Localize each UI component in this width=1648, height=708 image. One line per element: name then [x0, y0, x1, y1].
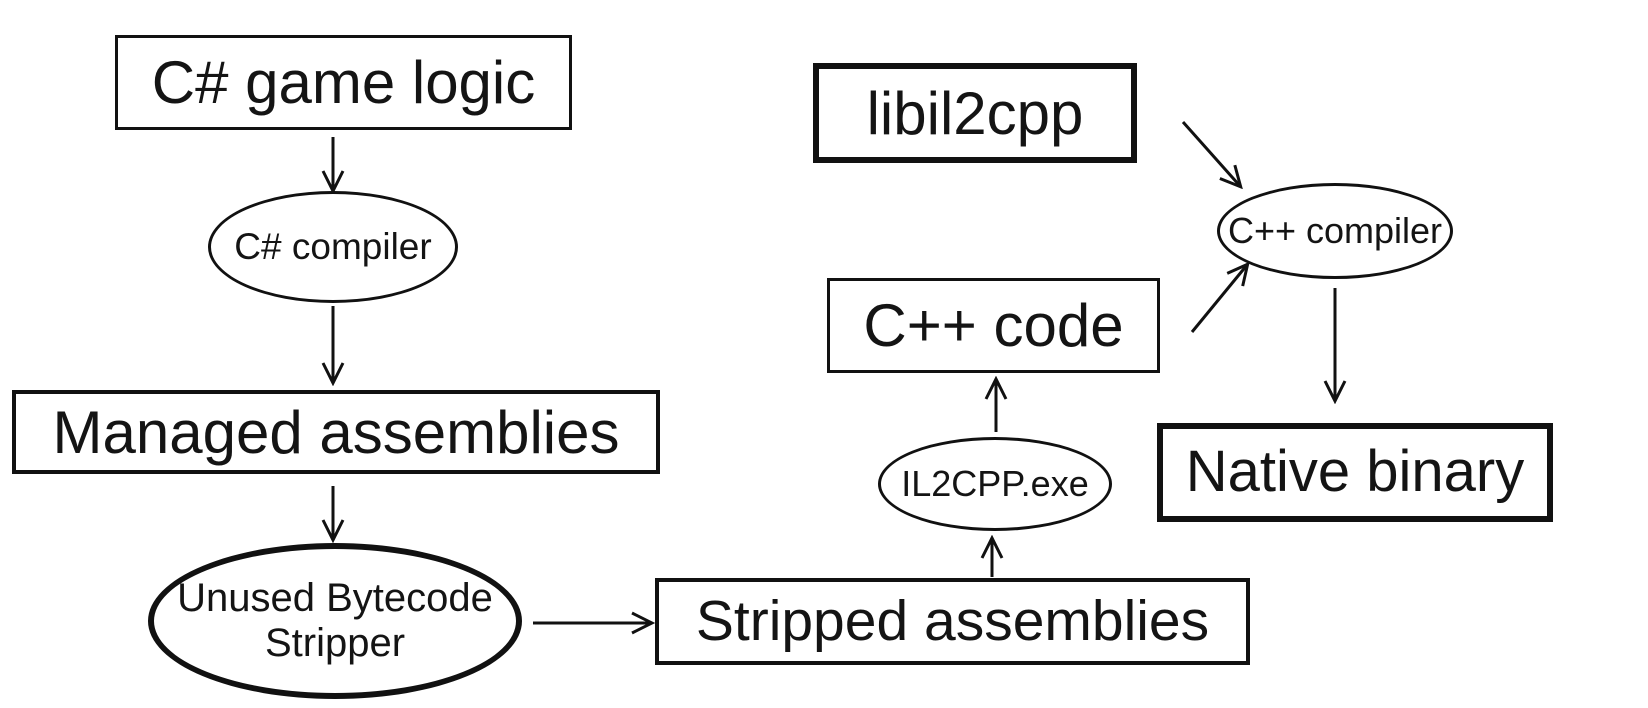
node-cpp-code-label: C++ code [863, 292, 1124, 359]
node-libil2cpp-label: libil2cpp [866, 79, 1084, 147]
node-stripped-assemblies: Stripped assemblies [655, 578, 1250, 665]
node-cpp-compiler-label: C++ compiler [1227, 210, 1443, 252]
arrow-libil2cpp-to-cpp-compiler [1181, 121, 1240, 186]
node-cs-compiler: C# compiler [208, 191, 458, 303]
node-native-binary: Native binary [1157, 423, 1553, 522]
node-bytecode-stripper-line1: Unused Bytecode [177, 576, 493, 621]
node-libil2cpp: libil2cpp [813, 63, 1137, 163]
node-cs-compiler-label: C# compiler [234, 225, 432, 267]
node-native-binary-label: Native binary [1185, 439, 1525, 505]
node-bytecode-stripper-label: Unused Bytecode Stripper [177, 576, 493, 666]
node-il2cpp-exe-label: IL2CPP.exe [901, 463, 1089, 505]
node-cpp-compiler: C++ compiler [1217, 183, 1453, 279]
node-bytecode-stripper-line2: Stripper [264, 621, 406, 665]
arrow-cpp-code-to-cpp-compiler [1190, 265, 1247, 333]
node-cs-game-logic-label: C# game logic [151, 49, 536, 116]
node-cs-game-logic: C# game logic [115, 35, 572, 130]
node-stripped-assemblies-label: Stripped assemblies [695, 588, 1210, 653]
node-il2cpp-exe: IL2CPP.exe [878, 437, 1112, 531]
node-bytecode-stripper: Unused Bytecode Stripper [148, 543, 522, 699]
node-managed-assemblies-label: Managed assemblies [52, 398, 620, 466]
node-managed-assemblies: Managed assemblies [12, 390, 660, 474]
node-cpp-code: C++ code [827, 278, 1160, 373]
